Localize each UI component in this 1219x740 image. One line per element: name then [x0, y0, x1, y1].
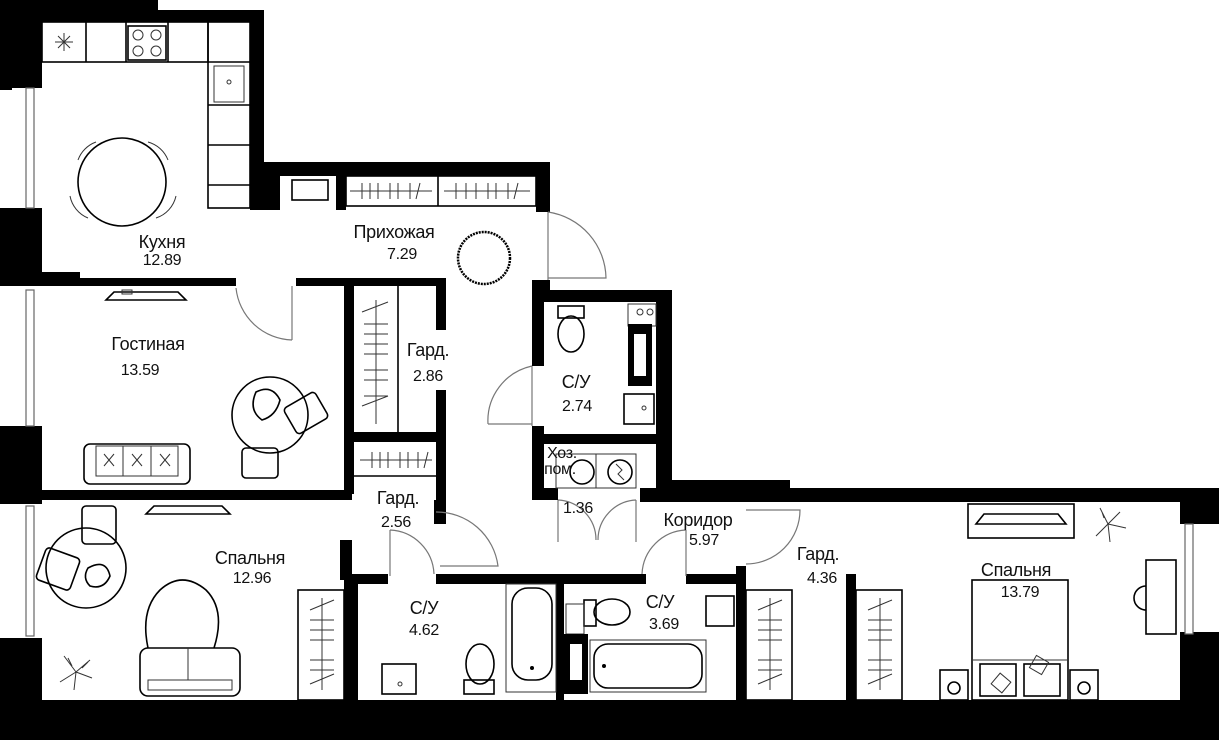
room-name-bedroom-1: Спальня [214, 548, 286, 568]
bed-icon [139, 579, 241, 697]
living-room-furniture [83, 289, 329, 485]
bedroom2-furniture [745, 503, 1177, 701]
room-name-wardrobe-2: Гард. [376, 488, 420, 508]
tv-icon [104, 289, 188, 301]
wardrobe-icon [855, 589, 903, 701]
room-area-wardrobe-1: 2.86 [413, 368, 443, 385]
toilet-icon [557, 305, 585, 353]
room-name-kitchen: Кухня [138, 232, 186, 252]
round-rug-icon [456, 230, 512, 286]
room-area-living: 13.59 [120, 362, 160, 379]
tv-icon [967, 503, 1075, 539]
bath3-furniture [564, 595, 735, 694]
dining-table-icon [69, 137, 177, 227]
room-area-wardrobe-3: 4.36 [807, 570, 837, 587]
tv-icon [144, 505, 232, 515]
doors [235, 211, 801, 576]
kitchen-furniture [41, 21, 251, 227]
room-name-wardrobe-1: Гард. [406, 340, 450, 360]
room-name-utility-line2: пом. [544, 461, 576, 478]
fridge-icon [55, 33, 73, 51]
room-name-wardrobe-3: Гард. [796, 544, 840, 564]
bath2-furniture [381, 583, 557, 695]
room-area-utility: 1.36 [563, 500, 593, 517]
bedroom1-furniture [35, 505, 345, 701]
wardrobe-icon [297, 589, 345, 701]
room-name-bathroom-1: С/У [561, 372, 591, 392]
sofa-icon [83, 443, 191, 485]
desk-icon [1133, 559, 1177, 635]
room-area-corridor: 5.97 [689, 532, 719, 549]
room-name-bathroom-2: С/У [409, 598, 439, 618]
armchairs-coffee-table-icon [231, 376, 329, 479]
toilet-icon [583, 598, 631, 627]
plant-icon [1095, 507, 1127, 543]
bathtub-icon [505, 583, 557, 693]
room-area-bedroom-1: 12.96 [232, 570, 272, 587]
wardrobe-furniture [354, 286, 436, 477]
armchairs-table-icon [35, 505, 127, 609]
room-name-corridor: Коридор [663, 510, 733, 530]
room-area-bathroom-3: 3.69 [649, 616, 679, 633]
electric-boiler-icon [607, 459, 633, 485]
bathtub-icon [589, 639, 707, 693]
room-name-bedroom-2: Спальня [980, 560, 1052, 580]
windows [25, 87, 1194, 637]
sink-icon [623, 393, 655, 425]
room-area-bathroom-1: 2.74 [562, 398, 592, 415]
room-name-hallway: Прихожая [353, 222, 435, 242]
toilet-icon [463, 643, 495, 695]
room-area-wardrobe-2: 2.56 [381, 514, 411, 531]
sink-icon [381, 663, 417, 695]
bath1-furniture [557, 303, 657, 425]
sink-icon [705, 595, 735, 627]
utility-furniture [555, 453, 637, 489]
room-area-kitchen: 12.89 [142, 252, 182, 269]
room-name-utility-line1: Хоз. [547, 445, 577, 462]
plant-icon [59, 655, 93, 691]
wardrobe-icon [745, 589, 793, 701]
room-area-hallway: 7.29 [387, 246, 417, 263]
room-area-bedroom-2: 13.79 [1000, 584, 1040, 601]
double-bed-icon [939, 579, 1099, 701]
hallway-furniture [291, 175, 537, 286]
room-name-bathroom-3: С/У [645, 592, 675, 612]
stove-icon [127, 25, 167, 61]
room-area-bathroom-2: 4.62 [409, 622, 439, 639]
washing-machine-icon [569, 459, 595, 485]
room-name-living: Гостиная [111, 334, 185, 354]
